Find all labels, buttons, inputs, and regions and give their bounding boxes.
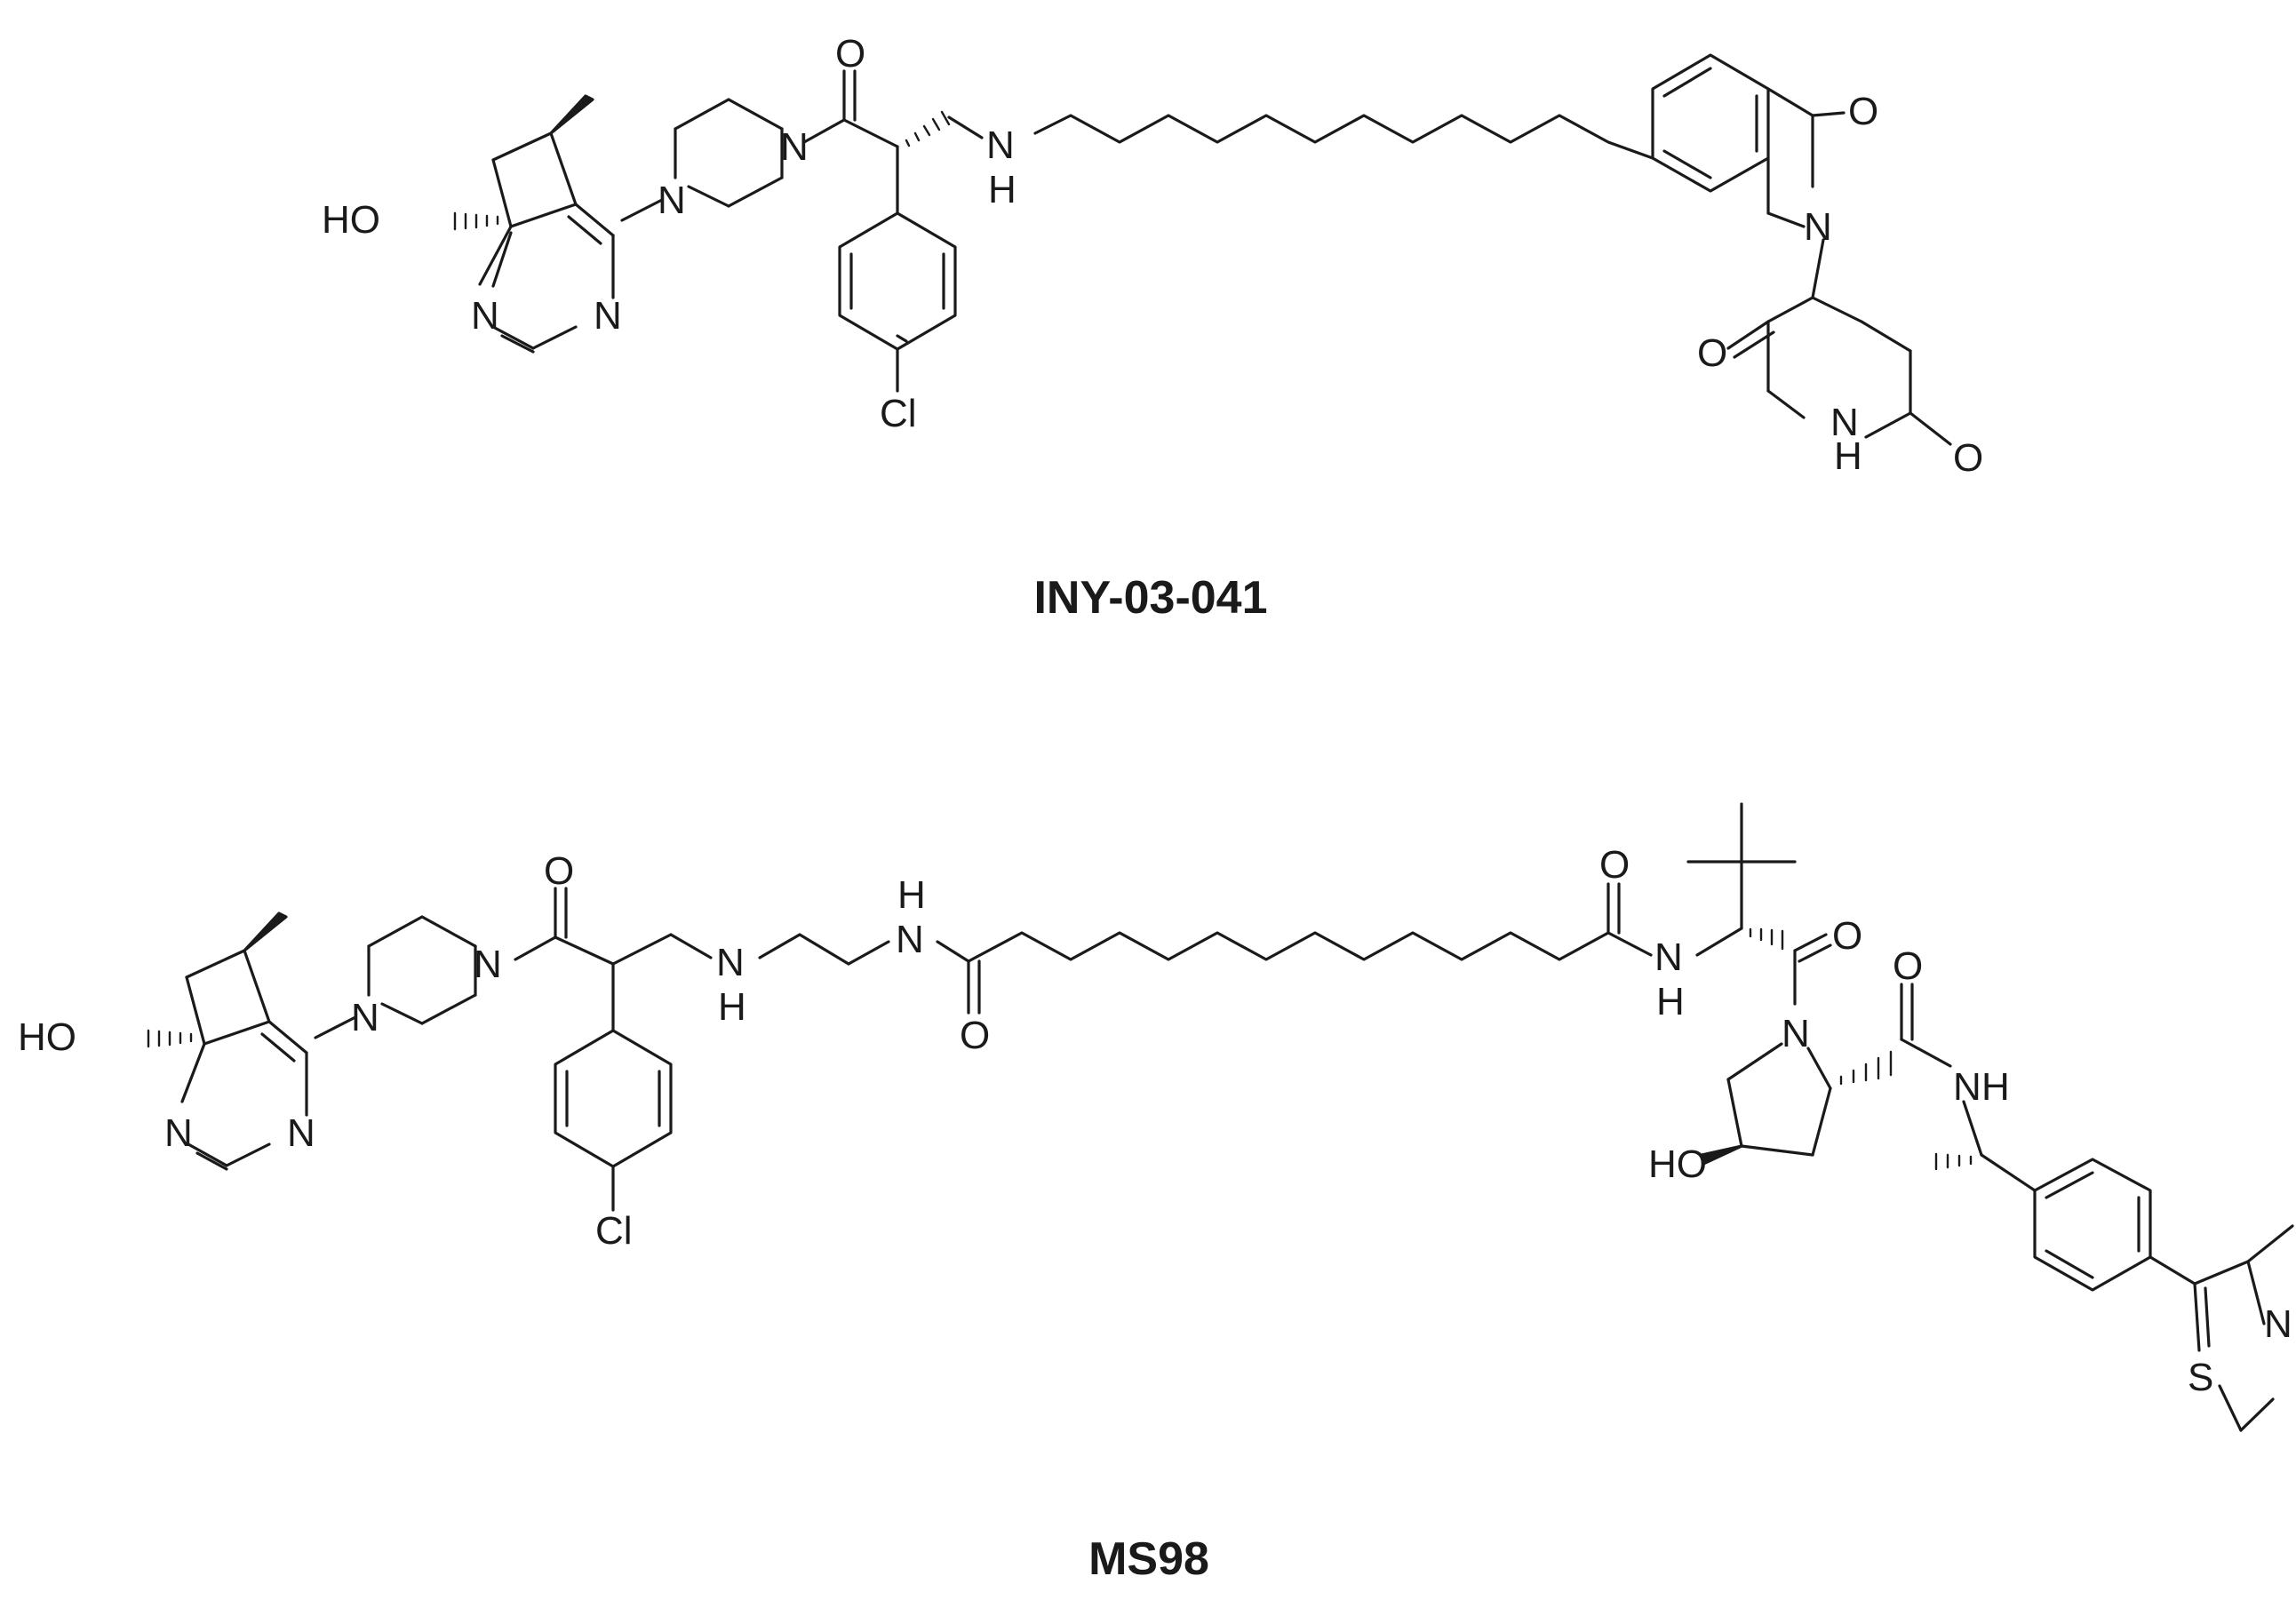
- chlorophenyl-ring-1: [838, 211, 957, 393]
- atom-label: HO: [18, 1015, 76, 1059]
- piperazine-ring-2: [314, 915, 477, 1039]
- atom-label: N: [716, 941, 745, 984]
- pyrimidine-ring: [478, 203, 615, 354]
- atom-label: HO: [1648, 1142, 1707, 1186]
- hash-bond-proline: [1839, 1050, 1893, 1086]
- atom-label: N: [780, 125, 809, 169]
- atom-label: O: [835, 32, 865, 76]
- atom-label: O: [1953, 436, 1983, 480]
- hash-bond-tle: [1749, 927, 1784, 951]
- atom-label: N: [1953, 1065, 1981, 1109]
- wedge-bond-methyl-2: [243, 911, 288, 952]
- alkyl-chain-1: [1033, 114, 1654, 160]
- atom-label: H: [988, 168, 1016, 211]
- atom-label: N: [986, 123, 1015, 167]
- atom-label: N: [351, 996, 379, 1039]
- structure-iny-03-041: [453, 53, 1952, 446]
- atom-label: HO: [322, 198, 380, 242]
- atom-label: O: [544, 849, 574, 893]
- atom-label: H: [897, 873, 926, 917]
- atom-label: N: [1782, 1012, 1810, 1055]
- hydroxyproline-ring: [1726, 983, 1952, 1157]
- compound-name-ms98: MS98: [1088, 1533, 1209, 1585]
- atom-label: O: [960, 1014, 990, 1057]
- atom-label: N: [2264, 1302, 2292, 1346]
- wedge-bond-methyl: [549, 94, 594, 135]
- hash-bond-hydroxyl: [453, 211, 499, 231]
- atom-label: O: [1832, 914, 1862, 958]
- atom-label: N: [474, 943, 502, 986]
- pyrimidine-ring-2: [180, 1020, 308, 1171]
- atom-label: H: [1834, 434, 1862, 478]
- methylbenzylamine: [1962, 1100, 2196, 1292]
- atom-label: H: [1981, 1065, 2010, 1109]
- atom-label: N: [164, 1111, 193, 1155]
- atom-label: O: [1893, 944, 1923, 988]
- tert-leucine-amide: [1606, 802, 1832, 1006]
- atom-label: N: [287, 1111, 315, 1155]
- atom-label: N: [896, 918, 924, 961]
- glutarimide-ring: [1726, 296, 1952, 446]
- atom-label: O: [1697, 331, 1727, 375]
- atom-label: O: [1599, 843, 1630, 887]
- atom-label: Cl: [880, 392, 917, 435]
- atom-label: N: [1804, 205, 1832, 249]
- atom-label: S: [2188, 1356, 2213, 1399]
- atom-label: Cl: [595, 1209, 633, 1253]
- atom-labels-ms98: HO N N N N O Cl N H H N O O N H O N N H …: [18, 843, 2292, 1399]
- atom-label: H: [1656, 980, 1685, 1023]
- isoindolinone-ring: [1651, 53, 1846, 299]
- atom-label: N: [594, 294, 622, 338]
- alkyl-chain-2: [967, 931, 1610, 963]
- wedge-bond-hydroxyl: [1700, 1144, 1743, 1166]
- cyclopentane-ring-2: [185, 949, 271, 1046]
- structure-ms98: [147, 802, 2294, 1432]
- amide-linker-2: [514, 887, 713, 1032]
- hash-bond-methyl-benzyl: [1934, 1152, 1973, 1171]
- atom-label: O: [1848, 90, 1878, 133]
- atom-label: N: [471, 294, 499, 338]
- cyclopentane-ring: [491, 131, 578, 228]
- methylthiazole-ring: [2193, 1224, 2294, 1432]
- atom-label: H: [718, 985, 746, 1029]
- atom-label: N: [1830, 401, 1859, 444]
- hash-bond-chiral: [905, 110, 951, 147]
- ethylenediamine-linker: [758, 933, 981, 1015]
- hash-bond-hydroxyl-2: [147, 1029, 193, 1048]
- compound-name-iny-03-041: INY-03-041: [1033, 572, 1267, 624]
- atom-label: N: [1654, 935, 1683, 979]
- atom-labels-iny-03-041: HO N N N N O Cl N H O N O N H O: [322, 32, 1983, 480]
- piperazine-ring-1: [620, 98, 784, 222]
- chlorophenyl-ring-2: [554, 1029, 673, 1212]
- atom-label: N: [658, 179, 686, 222]
- amide-linker-1: [802, 69, 899, 215]
